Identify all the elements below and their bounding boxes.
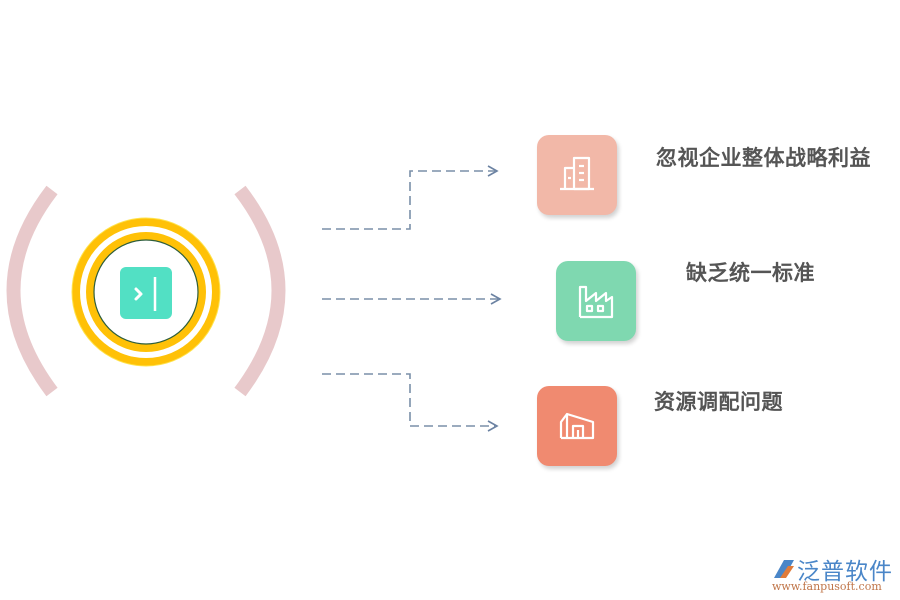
item-label-2: 缺乏统一标准 xyxy=(686,261,815,285)
office-building-icon xyxy=(560,156,594,191)
warehouse-icon xyxy=(559,412,595,440)
item-tile-2 xyxy=(556,261,636,341)
item-label-1: 忽视企业整体战略利益 xyxy=(656,146,871,170)
decorative-brackets xyxy=(6,185,286,397)
brand-name: 泛普软件 xyxy=(797,559,893,585)
item-label-3: 资源调配问题 xyxy=(654,390,783,414)
factory-icon xyxy=(578,285,614,319)
brand-logo-icon xyxy=(774,560,794,578)
item-tile-1 xyxy=(537,135,617,215)
sidebar-collapse-icon xyxy=(120,267,172,319)
item-tile-3 xyxy=(537,386,617,466)
brand-url: www.fanpusoft.com xyxy=(772,580,882,593)
